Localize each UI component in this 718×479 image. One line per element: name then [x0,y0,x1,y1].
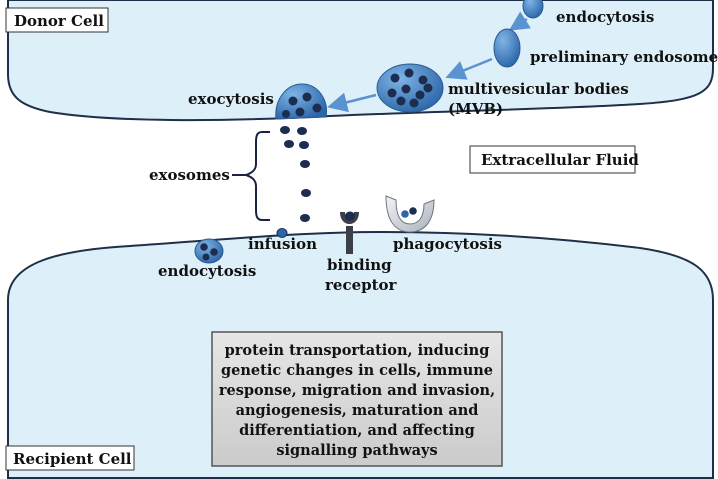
mvb-label-line1: multivesicular bodies [448,80,629,98]
exocytosis-label: exocytosis [188,90,274,108]
recipient-cell-label: Recipient Cell [13,450,132,468]
released-exosomes [280,126,311,222]
effects-line: signalling pathways [276,442,437,459]
extracellular-fluid-label: Extracellular Fluid [481,151,639,169]
infusion-label: infusion [248,235,317,253]
effects-line: genetic changes in cells, immune [221,362,493,379]
extracellular-fluid-box [469,145,636,174]
preliminary-endosome [493,28,521,68]
effects-line: response, migration and invasion, [219,382,495,399]
endocytosis-vesicle-top [522,0,544,19]
binding-label-line1: binding [327,256,392,274]
binding-label-line2: receptor [325,276,398,294]
endocytosis-vesicle-bottom [194,238,224,264]
phagocytosis-cup [385,195,435,233]
endocytosis-bottom-label: endocytosis [158,262,256,280]
exosomes-label: exosomes [149,166,230,184]
arrow-endocytosis-to-endosome [508,11,532,31]
binding-receptor [340,211,359,254]
effects-line: protein transportation, inducing [225,342,490,359]
phagocytosis-label: phagocytosis [393,235,502,253]
effects-line: differentiation, and affecting [239,422,475,439]
effects-text: protein transportation, inducing genetic… [219,342,495,459]
donor-cell-label-box [5,7,109,33]
arrow-mvb-to-exocytosis [327,92,377,113]
mvb-label-line2: (MVB) [448,100,503,118]
multivesicular-body [376,63,444,113]
endocytosis-top-label: endocytosis [556,8,654,26]
effects-line: angiogenesis, maturation and [236,402,479,419]
infusion-exosome [276,228,288,238]
exosomes-bracket [242,131,270,221]
effects-box [211,331,503,467]
donor-cell-label: Donor Cell [14,12,104,30]
donor-cell [7,0,714,122]
preliminary-endosome-label: preliminary endosome [530,48,718,66]
recipient-cell-label-box [5,445,135,471]
arrow-endosome-to-mvb [445,57,493,80]
exocytosis-vesicle [275,83,327,120]
